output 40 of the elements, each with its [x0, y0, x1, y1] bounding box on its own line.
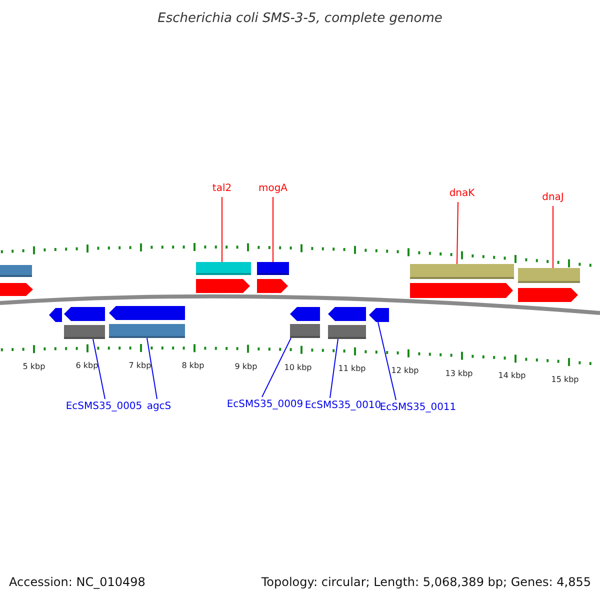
gene-label: EcSMS35_0005 [66, 401, 142, 413]
scale-label: 6 kbp [76, 360, 98, 372]
gene-bar [64, 325, 105, 339]
leader-line [456, 202, 458, 264]
gene-bar [109, 324, 185, 338]
scale-label: 10 kbp [284, 362, 312, 374]
gene-bar [0, 265, 32, 277]
gene-bar [290, 324, 320, 338]
gene-bar [328, 325, 366, 339]
scale-label: 9 kbp [234, 360, 258, 373]
gene-label: dnaK [449, 188, 475, 200]
scale-label: 7 kbp [128, 360, 152, 372]
scale-label: 11 kbp [338, 363, 366, 376]
gene-label: dnaJ [542, 192, 564, 204]
gene-bar [196, 262, 251, 275]
gene-label: EcSMS35_0011 [380, 402, 456, 414]
footer-text: Accession: NC_010498 [9, 574, 146, 591]
leader-line [262, 338, 292, 398]
gene-label: agcS [146, 401, 172, 413]
leader-line [552, 206, 554, 268]
leader-line [92, 338, 106, 400]
scale-label: 12 kbp [391, 365, 419, 378]
leader-line [378, 322, 396, 400]
leader-line [146, 338, 158, 400]
gene-bar [410, 264, 514, 279]
leader-line [272, 196, 274, 262]
scale-label: 15 kbp [551, 374, 579, 386]
gene-label: EcSMS35_0010 [304, 400, 382, 411]
gene-label: tal2 [212, 183, 232, 195]
leader-line [330, 338, 338, 398]
scale-label: 5 kbp [22, 361, 46, 374]
footer-text: Topology: circular; Length: 5,068,389 bp; Genes: 4,855 [261, 574, 591, 591]
scale-label: 13 kbp [445, 368, 473, 380]
gene-bar [518, 268, 580, 283]
gene-label: EcSMS35_0009 [226, 399, 304, 411]
scale-label: 14 kbp [498, 370, 526, 382]
scale-label: 8 kbp [182, 360, 204, 372]
gene-label: mogA [258, 183, 288, 195]
title: Escherichia coli SMS-3-5, complete genome [156, 10, 444, 28]
gene-bar [257, 262, 289, 275]
